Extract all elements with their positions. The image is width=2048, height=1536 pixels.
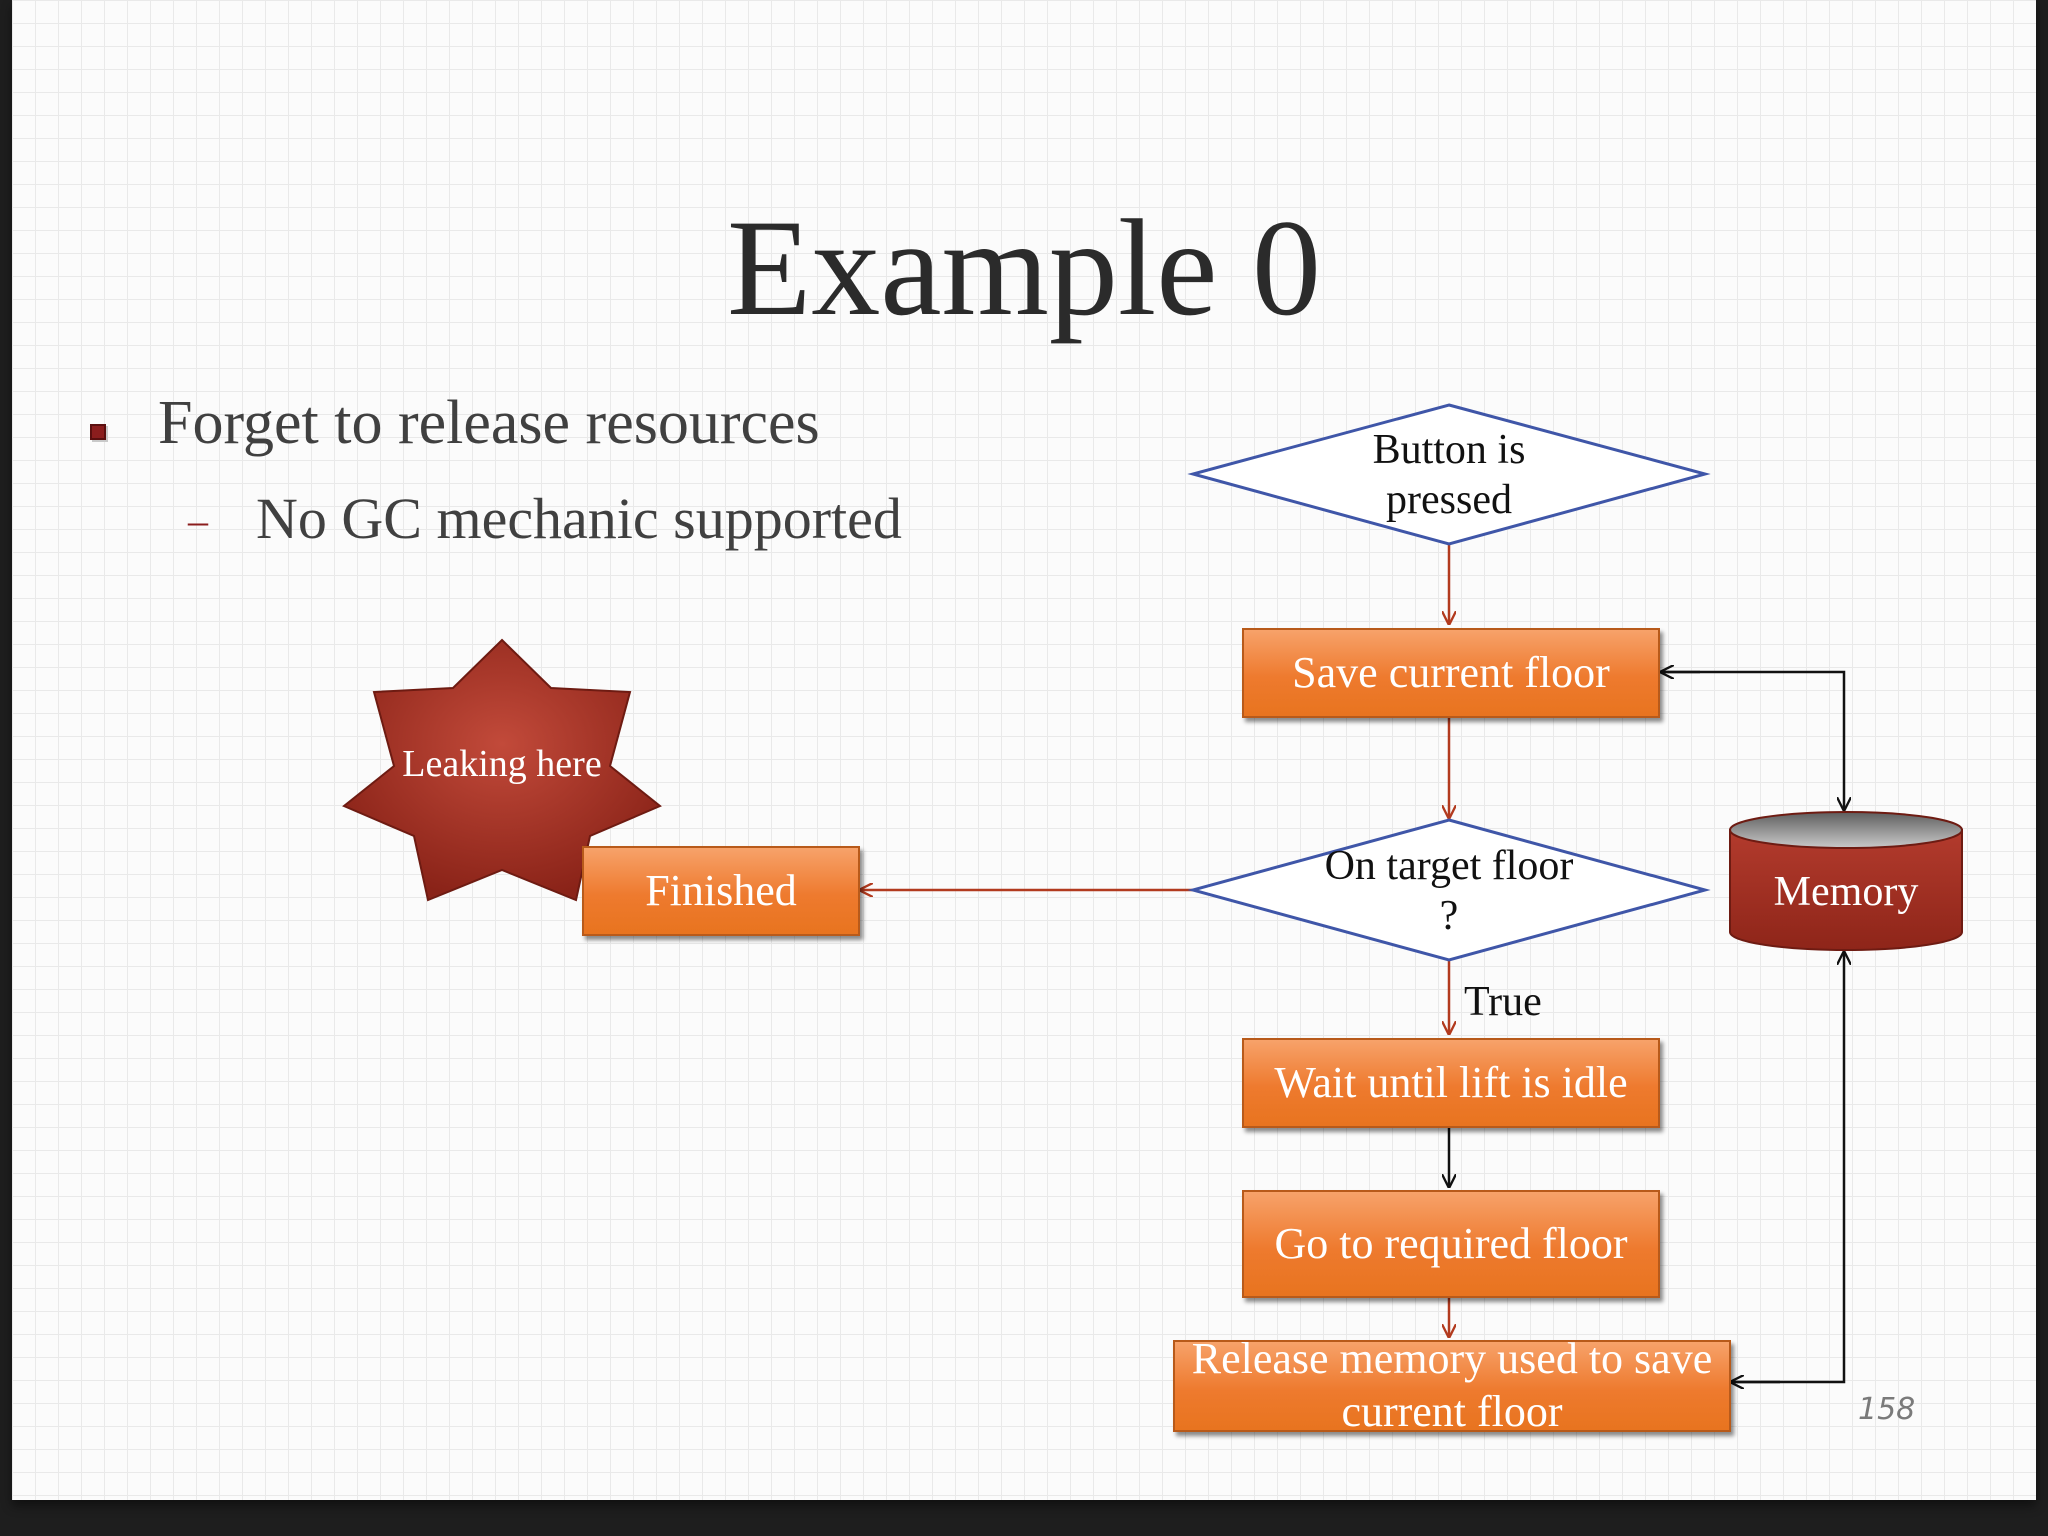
slide-title: Example 0 (727, 191, 1321, 344)
step-save-current-floor: Save current floor (1242, 628, 1660, 718)
sub-bullet-dash: – (188, 498, 208, 543)
decision-diamond-button (1187, 403, 1711, 546)
page-number: 158 (1858, 1392, 1916, 1427)
decision-target-label: On target floor ? (1324, 842, 1574, 939)
step-release-memory: Release memory used to save current floo… (1173, 1334, 1731, 1436)
bullet-point-2: No GC mechanic supported (256, 486, 902, 551)
finished-box: Finished (582, 846, 860, 936)
step-wait-until-idle: Wait until lift is idle (1242, 1038, 1660, 1128)
true-branch-label: True (1464, 979, 1542, 1025)
leak-star-label: Leaking here (402, 743, 602, 786)
bullet-square-icon (90, 424, 106, 440)
connector-save-memory (1659, 670, 1844, 810)
decision-diamond-target (1187, 818, 1711, 962)
leak-star-shape (342, 638, 662, 902)
decision-button-label: Button is pressed (1372, 426, 1526, 523)
step-go-to-floor: Go to required floor (1242, 1190, 1660, 1298)
bullet-point-1: Forget to release resources (158, 389, 820, 457)
memory-cylinder (1729, 811, 1963, 951)
memory-label: Memory (1773, 868, 1919, 915)
slide (12, 0, 2036, 1500)
connector-release-memory (1730, 952, 1844, 1384)
